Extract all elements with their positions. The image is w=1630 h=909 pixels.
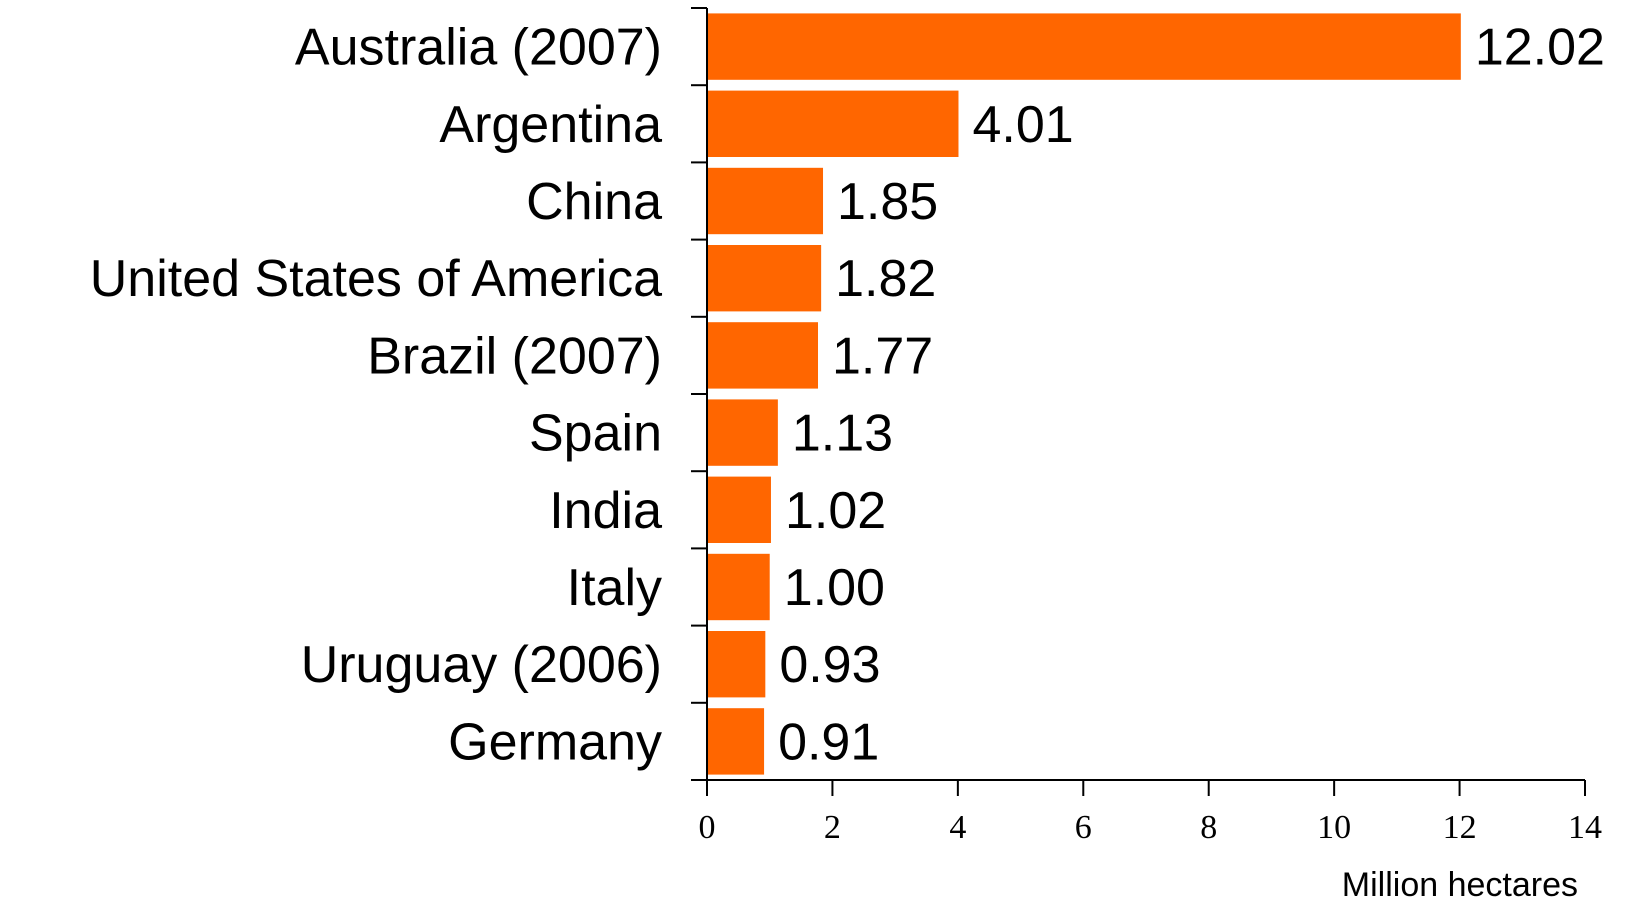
category-label: Argentina bbox=[439, 96, 662, 154]
bar bbox=[707, 553, 770, 621]
data-label: 1.77 bbox=[832, 327, 933, 385]
bar bbox=[707, 13, 1461, 80]
data-label: 0.93 bbox=[779, 636, 880, 694]
category-label: Italy bbox=[567, 559, 662, 617]
bars-group bbox=[707, 13, 1461, 775]
category-label: Germany bbox=[448, 713, 662, 771]
data-label: 1.02 bbox=[785, 482, 886, 540]
x-tick-label: 8 bbox=[1200, 809, 1217, 846]
category-label: India bbox=[549, 482, 662, 540]
data-label: 0.91 bbox=[778, 713, 879, 771]
data-label: 12.02 bbox=[1475, 19, 1605, 77]
bar bbox=[707, 322, 819, 389]
x-axis-title: Million hectares bbox=[1342, 866, 1578, 904]
x-tick-label: 0 bbox=[699, 809, 716, 846]
data-label: 1.00 bbox=[784, 559, 885, 617]
category-label: Brazil (2007) bbox=[367, 327, 662, 385]
x-tick-label: 12 bbox=[1443, 809, 1477, 846]
category-label: Uruguay (2006) bbox=[301, 636, 662, 694]
bar bbox=[707, 631, 766, 698]
value-labels-group: 12.02 4.01 1.85 1.82 1.77 1.13 1.02 1.00 0.93 0.9… bbox=[778, 19, 1605, 772]
bar bbox=[707, 90, 959, 157]
data-label: 4.01 bbox=[972, 96, 1073, 154]
data-label: 1.13 bbox=[792, 405, 893, 463]
x-ticks-group: 0 2 4 6 8 10 12 14 bbox=[699, 780, 1602, 846]
category-label: Australia (2007) bbox=[295, 19, 662, 77]
bar bbox=[707, 245, 822, 312]
x-tick-label: 10 bbox=[1317, 809, 1351, 846]
x-tick-label: 6 bbox=[1075, 809, 1092, 846]
data-label: 1.82 bbox=[835, 250, 936, 308]
bar bbox=[707, 708, 765, 775]
category-label: China bbox=[526, 173, 662, 231]
bar bbox=[707, 167, 824, 235]
bar bbox=[707, 399, 778, 466]
y-ticks-group bbox=[691, 7, 707, 781]
category-label: Spain bbox=[529, 405, 662, 463]
bar bbox=[707, 476, 771, 543]
category-label: United States of America bbox=[90, 250, 662, 308]
x-tick-label: 4 bbox=[949, 809, 966, 846]
x-tick-label: 14 bbox=[1568, 809, 1602, 846]
x-tick-label: 2 bbox=[824, 809, 841, 846]
data-label: 1.85 bbox=[837, 173, 938, 231]
